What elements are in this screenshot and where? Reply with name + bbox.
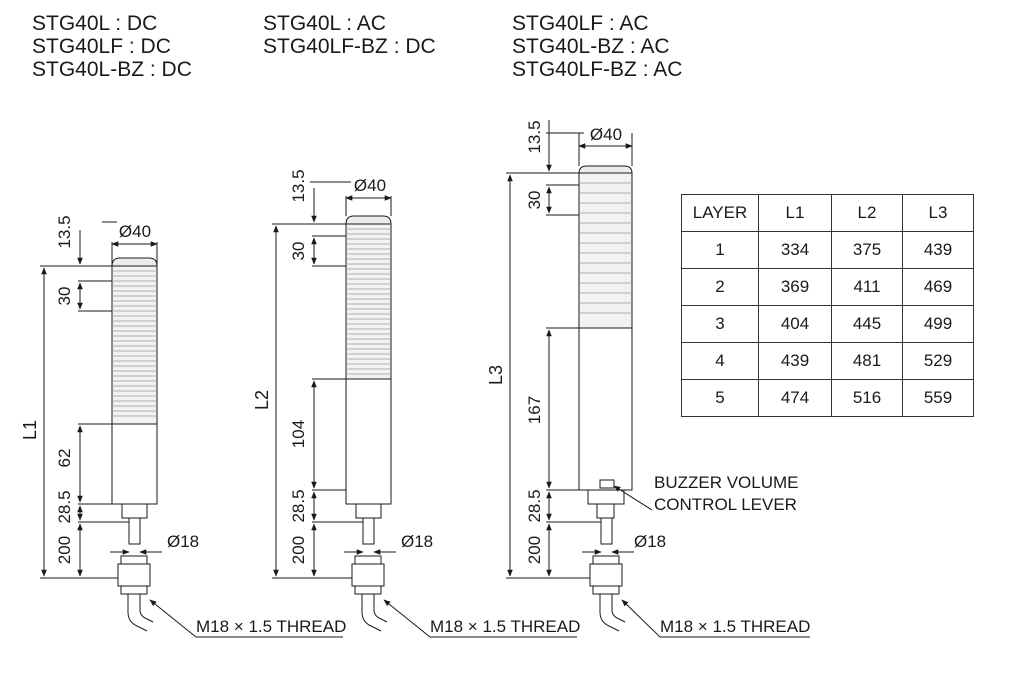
table-cell: 529 [902, 342, 974, 380]
dimension-label: L3 [486, 365, 506, 385]
model-name: STG40L-BZ : DC [32, 58, 192, 81]
dimension-label: L1 [20, 420, 40, 440]
dimension-label: 200 [55, 536, 74, 564]
dimension-label: Ø40 [354, 176, 386, 195]
dimension-label: 13.5 [525, 120, 544, 153]
model-name: STG40LF : AC [512, 12, 649, 35]
model-name: STG40L-BZ : AC [512, 35, 670, 58]
tower-light-drawing-1 [40, 221, 343, 638]
table-header-row: LAYER L1 L2 L3 [681, 194, 974, 232]
model-name: STG40LF-BZ : DC [263, 35, 436, 58]
drawing-3-labels: Ø40 13.5 30 L3 167 28.5 200 Ø18 BUZZER V… [486, 120, 810, 636]
table-cell: 559 [902, 379, 974, 417]
model-list-2: STG40L : AC STG40LF-BZ : DC [263, 12, 436, 58]
model-list-3: STG40LF : AC STG40L-BZ : AC STG40LF-BZ :… [512, 12, 682, 81]
dimension-label: 200 [289, 536, 308, 564]
table-cell: 481 [831, 342, 903, 380]
tower-light-drawing-3 [506, 120, 810, 638]
table-cell: 4 [681, 342, 759, 380]
buzzer-label: CONTROL LEVER [654, 495, 797, 514]
table-cell: 375 [831, 231, 903, 269]
dimension-label: L2 [252, 390, 272, 410]
dimension-label: 13.5 [289, 169, 308, 202]
dimension-label: 13.5 [55, 215, 74, 248]
model-name: STG40LF-BZ : AC [512, 58, 683, 81]
table-cell: 445 [831, 305, 903, 343]
table-cell: 3 [681, 305, 759, 343]
table-cell: 474 [758, 379, 832, 417]
thread-label: M18 × 1.5 THREAD [196, 617, 346, 636]
dimension-label: 30 [55, 287, 74, 306]
dimension-label: 62 [55, 449, 74, 468]
table-header: L1 [758, 194, 832, 232]
dimension-label: Ø18 [634, 532, 666, 551]
model-name: STG40L : AC [263, 12, 386, 35]
table-cell: 404 [758, 305, 832, 343]
table-header: L2 [831, 194, 903, 232]
dimension-label: Ø18 [167, 532, 199, 551]
table-row: 3 404 445 499 [681, 305, 974, 343]
dimension-label: 28.5 [525, 489, 544, 522]
dimension-label: 104 [289, 420, 308, 448]
thread-label: M18 × 1.5 THREAD [660, 617, 810, 636]
dimension-label: Ø40 [119, 222, 151, 241]
table-cell: 369 [758, 268, 832, 306]
dimension-table: LAYER L1 L2 L3 1 334 375 439 2 369 411 4… [681, 194, 974, 417]
table-row: 2 369 411 469 [681, 268, 974, 306]
table-cell: 2 [681, 268, 759, 306]
table-cell: 5 [681, 379, 759, 417]
table-cell: 439 [902, 231, 974, 269]
drawing-2-labels: Ø40 13.5 30 L2 104 28.5 200 Ø18 M18 × 1.… [252, 169, 580, 636]
table-cell: 334 [758, 231, 832, 269]
table-cell: 469 [902, 268, 974, 306]
table-row: 1 334 375 439 [681, 231, 974, 269]
table-cell: 1 [681, 231, 759, 269]
tower-light-drawing-2 [272, 181, 577, 638]
dimension-label: 30 [525, 191, 544, 210]
dimension-label: Ø18 [401, 532, 433, 551]
dimension-label: 28.5 [289, 489, 308, 522]
thread-label: M18 × 1.5 THREAD [430, 617, 580, 636]
dimension-label: Ø40 [590, 125, 622, 144]
dimension-label: 200 [525, 536, 544, 564]
buzzer-label: BUZZER VOLUME [654, 473, 799, 492]
dimension-label: 28.5 [55, 490, 74, 523]
dimension-label: 167 [525, 396, 544, 424]
model-list-1: STG40L : DC STG40LF : DC STG40L-BZ : DC [32, 12, 192, 81]
drawing-1-labels: Ø40 13.5 30 L1 62 28.5 200 Ø18 M18 × 1.5… [20, 215, 346, 636]
table-row: 5 474 516 559 [681, 379, 974, 417]
table-cell: 439 [758, 342, 832, 380]
model-name: STG40L : DC [32, 12, 158, 35]
table-cell: 499 [902, 305, 974, 343]
dimension-label: 30 [289, 242, 308, 261]
table-cell: 411 [831, 268, 903, 306]
table-header: L3 [902, 194, 974, 232]
model-name: STG40LF : DC [32, 35, 171, 58]
table-row: 4 439 481 529 [681, 342, 974, 380]
table-header: LAYER [681, 194, 759, 232]
table-cell: 516 [831, 379, 903, 417]
